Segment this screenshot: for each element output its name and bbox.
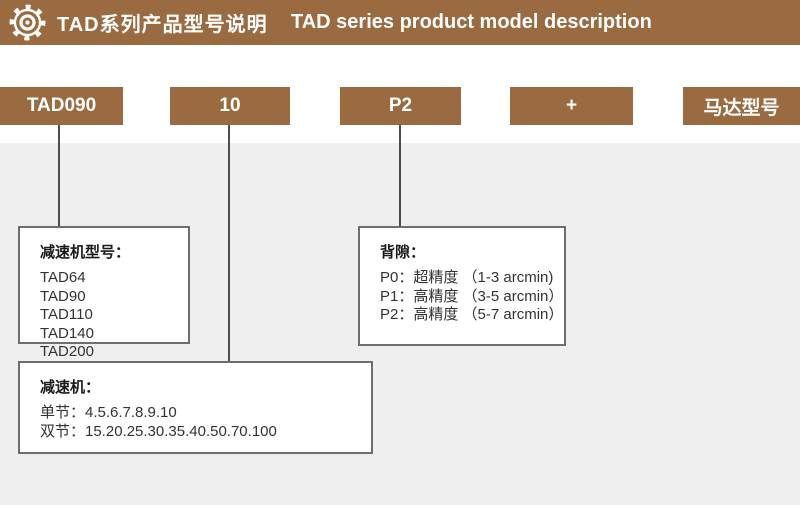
callout-reducer: 减速机： 单节：4.5.6.7.8.9.10 双节：15.20.25.30.35…: [18, 361, 373, 454]
callout-backlash-item: P1：高精度 （3-5 arcmin）: [380, 287, 564, 305]
callout-backlash-item: P0：超精度 （1-3 arcmin): [380, 269, 554, 286]
callout-gearbox-item: TAD140: [40, 324, 94, 342]
callout-reducer-title: 减速机：: [40, 379, 101, 396]
callout-backlash-item: P2：高精度 （5-7 arcmin）: [380, 306, 564, 323]
model-segment-series: TAD090: [0, 87, 123, 125]
callout-gearbox-models: 减速机型号： TAD64 TAD90 TAD110 TAD140 TAD200: [18, 226, 190, 360]
model-segment-motor: 马达型号: [683, 87, 800, 125]
callout-backlash: 背隙： P0：超精度 （1-3 arcmin) P1：高精度 （3-5 arcm…: [358, 226, 566, 346]
page-title-en: TAD series product model description: [291, 11, 652, 33]
connector-line-series: [58, 125, 60, 226]
callout-reducer-item: 双节：15.20.25.30.35.40.50.70.100: [40, 422, 277, 440]
callout-backlash-title: 背隙：: [380, 244, 426, 261]
model-segment-plus: +: [510, 87, 633, 125]
model-segment-backlash: P2: [340, 87, 461, 125]
callout-reducer-item: 单节：4.5.6.7.8.9.10: [40, 404, 177, 421]
connector-line-backlash: [399, 125, 401, 226]
callout-gearbox-item: TAD90: [40, 287, 86, 305]
header-bar: TAD系列产品型号说明 TAD series product model des…: [0, 0, 800, 45]
model-segment-ratio: 10: [170, 87, 290, 125]
callout-gearbox-item: TAD64: [40, 269, 86, 286]
gear-icon: [7, 2, 48, 43]
connector-line-ratio: [228, 125, 230, 361]
page-title-zh: TAD系列产品型号说明: [57, 14, 268, 36]
callout-gearbox-item: TAD200: [40, 343, 94, 360]
callout-gearbox-title: 减速机型号：: [40, 244, 131, 261]
callout-gearbox-item: TAD110: [40, 306, 93, 323]
